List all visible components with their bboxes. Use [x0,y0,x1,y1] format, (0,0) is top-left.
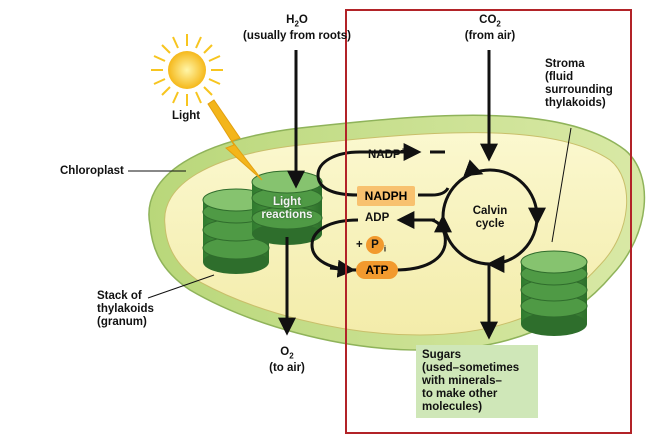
sugars-line-2: (used–sometimes [422,362,520,374]
atp-oval: ATP [356,261,398,279]
h2o-label: H2O (usually from roots) [238,14,356,43]
calvin-cycle-label: Calvin cycle [462,205,518,231]
lightning-icon [207,99,263,181]
h2o-formula: H [286,14,295,26]
co2-source: (from air) [464,30,516,43]
calvin-line-1: Calvin [472,205,508,217]
stack-line-2: thylakoids [97,303,154,315]
sugars-line-4: to make other [422,388,498,400]
sun-icon [151,34,223,106]
sugars-line-3: with minerals– [422,375,502,387]
nadp-text: NADP [368,148,401,161]
stack-label: Stack of thylakoids (granum) [97,290,154,329]
light-reactions-line-2: reactions [261,209,313,221]
co2-label: CO2 (from air) [452,14,528,43]
stack-line-1: Stack of [97,290,142,302]
nadph-box: NADPH [357,186,415,206]
o2-subscript: 2 [289,351,294,361]
sugars-box: Sugars (used–sometimes with minerals– to… [416,345,538,418]
chloroplast-label: Chloroplast [60,165,124,177]
o2-dest: (to air) [269,362,305,375]
sugars-line-5: molecules) [422,401,483,413]
light-label: Light [172,110,201,122]
nadp-label: NADP+ [368,144,405,162]
stroma-desc-1: (fluid [545,71,574,83]
o2-formula: O [280,346,290,358]
o2-label: O2 (to air) [262,346,312,375]
stroma-desc-3: thylakoids) [545,97,606,109]
phosphate-circle: P [365,236,384,254]
co2-subscript: 2 [496,19,501,29]
stack-leader [147,274,215,299]
co2-formula: CO [479,14,497,26]
h2o-source: (usually from roots) [243,30,351,43]
plus-sign: + [356,239,363,251]
h2o-subscript: 2 [294,19,299,29]
stroma-desc-2: surrounding [545,84,613,96]
pi-subscript: i [383,244,387,254]
stroma-title: Stroma [545,58,585,70]
nadp-superscript: + [400,146,406,155]
h2o-tail: O [298,14,308,26]
calvin-frame [345,9,632,434]
granum-right [520,250,588,336]
stroma-label: Stroma (fluid surrounding thylakoids) [545,58,630,110]
stack-line-3: (granum) [97,316,147,328]
adp-label: ADP [365,212,390,224]
calvin-line-2: cycle [475,218,505,230]
sugars-line-1: Sugars [422,349,461,361]
light-reactions-line-1: Light [272,196,302,208]
stroma-leader [551,127,572,243]
light-reactions-label: Light reactions [256,196,318,222]
